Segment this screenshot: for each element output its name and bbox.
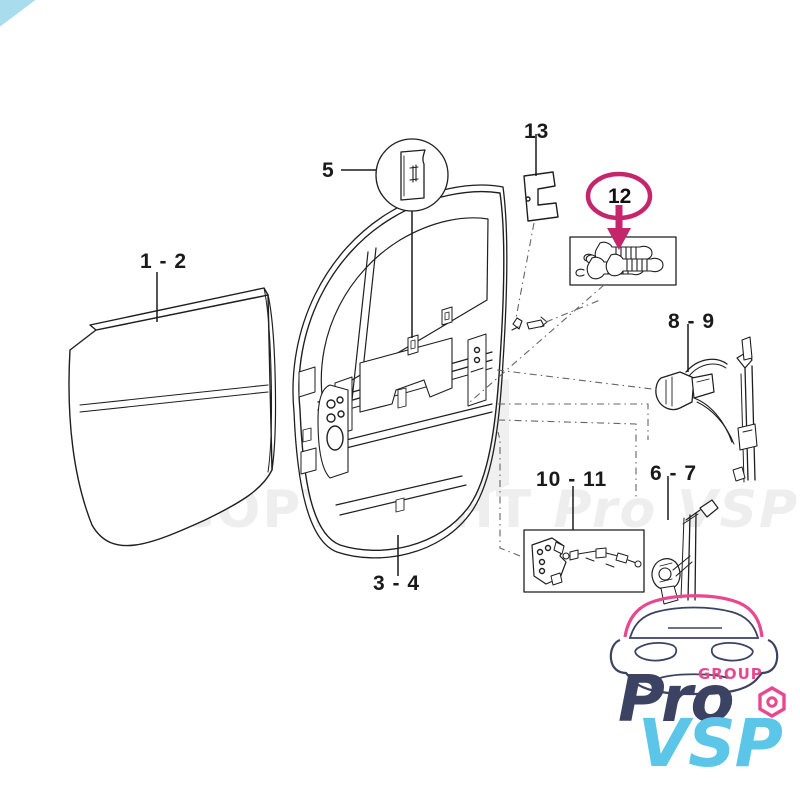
logo-car-headlight-right bbox=[710, 641, 754, 662]
callout-label-5[interactable]: 5 bbox=[322, 159, 335, 182]
ref-lockkit-to-frame bbox=[497, 431, 521, 557]
part-door-outer-panel bbox=[68, 287, 277, 547]
detail-circle-clip bbox=[375, 138, 449, 212]
ref-frame-to-rail-b bbox=[497, 419, 637, 500]
callout-label-6-7[interactable]: 6 - 7 bbox=[650, 462, 698, 485]
ref-pin-to-box bbox=[545, 299, 601, 323]
leader-lines bbox=[156, 134, 689, 576]
callout-label-3-4[interactable]: 3 - 4 bbox=[373, 572, 421, 595]
ref-12-to-frame bbox=[469, 284, 605, 403]
part-door-frame-shell bbox=[292, 184, 508, 559]
highlight-callout-12 bbox=[585, 171, 653, 250]
callout-label-8-9[interactable]: 8 - 9 bbox=[668, 310, 716, 333]
part-check-pins bbox=[511, 316, 548, 331]
ref-frame-to-motor bbox=[496, 369, 661, 391]
logo-car-windshield bbox=[628, 606, 760, 639]
logo-car-grille bbox=[659, 673, 729, 679]
callout-label-10-11[interactable]: 10 - 11 bbox=[536, 468, 608, 491]
highlight-arrow-head bbox=[607, 228, 631, 250]
logo-group-text: GROUP bbox=[698, 665, 763, 683]
logo-car-headlight-left bbox=[634, 641, 678, 662]
callout-label-13[interactable]: 13 bbox=[524, 120, 550, 143]
logo-car-roof bbox=[623, 594, 764, 638]
part-regulator-motor bbox=[655, 358, 735, 445]
callout-label-12[interactable]: 12 bbox=[608, 185, 632, 208]
part-door-check-bracket bbox=[523, 171, 559, 222]
brand-logo: GROUP Pro VSP bbox=[600, 585, 790, 782]
detail-box-lock-kit bbox=[523, 529, 645, 593]
logo-pro-text: Pro bbox=[618, 663, 734, 737]
logo-car-outline bbox=[609, 594, 779, 696]
logo-car-body bbox=[609, 638, 779, 696]
ref-13-to-pin bbox=[515, 222, 535, 319]
ref-frame-to-rail-a bbox=[498, 403, 649, 440]
reference-lines bbox=[469, 222, 661, 557]
logo-vsp-text: VSP bbox=[638, 705, 783, 782]
callout-label-1-2[interactable]: 1 - 2 bbox=[140, 250, 188, 273]
detail-box-screw-set bbox=[569, 236, 677, 286]
logo-hex-nut bbox=[758, 686, 786, 718]
